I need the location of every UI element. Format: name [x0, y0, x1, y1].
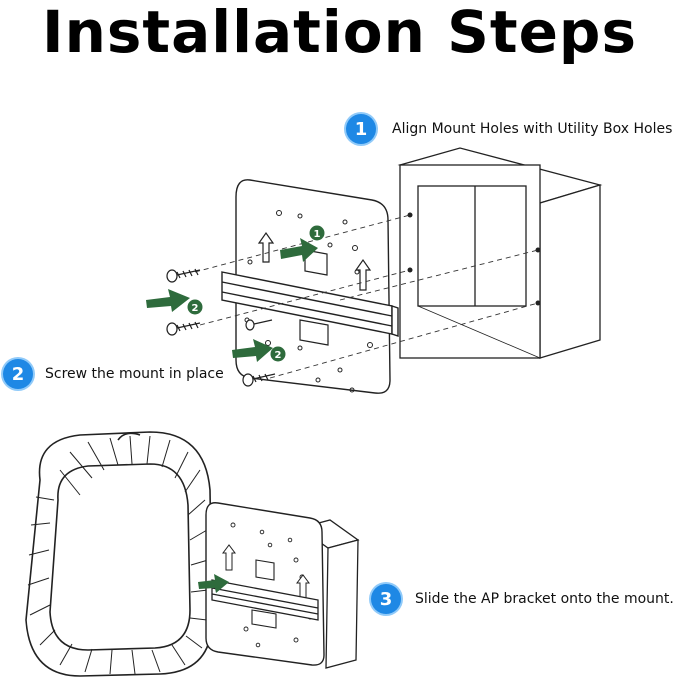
- mount-rail: [221, 271, 399, 337]
- step-2-badge: 2: [3, 359, 33, 389]
- green-callouts: [187, 225, 325, 362]
- callout-1-label: 1: [314, 229, 321, 240]
- callout-2b: [270, 346, 286, 362]
- access-point: [25, 431, 213, 677]
- utility-box: [397, 147, 603, 359]
- callout-2b-label: 2: [275, 350, 282, 361]
- mount-plate-small: [205, 502, 325, 666]
- mount-plate: [235, 179, 391, 394]
- ap-ribs: [27, 435, 209, 675]
- up-arrow-icons: [257, 231, 372, 291]
- callout-2a-label: 2: [192, 303, 199, 314]
- small-up-arrow-icons: [222, 544, 310, 601]
- page-title: Installation Steps: [42, 0, 637, 66]
- step-2-text: Screw the mount in place: [45, 366, 224, 382]
- small-plate-slots: [251, 559, 277, 629]
- step-1: 1 Align Mount Holes with Utility Box Hol…: [346, 114, 672, 144]
- screw-icons: [166, 268, 276, 387]
- step-3-text: Slide the AP bracket onto the mount.: [415, 591, 674, 607]
- callout-2a: [187, 299, 203, 315]
- green-arrow-slide: [198, 574, 229, 593]
- plate-slots: [299, 249, 329, 346]
- step-3: 3 Slide the AP bracket onto the mount.: [371, 584, 674, 614]
- step-1-text: Align Mount Holes with Utility Box Holes: [392, 121, 673, 137]
- plate-holes: [244, 210, 373, 393]
- step-2: 2 Screw the mount in place: [3, 359, 224, 389]
- small-rail: [211, 579, 319, 621]
- callout-1: [309, 225, 325, 241]
- step-3-badge: 3: [371, 584, 401, 614]
- green-arrows: [146, 238, 318, 362]
- green-callout-labels: 1 2 2: [192, 229, 321, 361]
- step-1-badge: 1: [346, 114, 376, 144]
